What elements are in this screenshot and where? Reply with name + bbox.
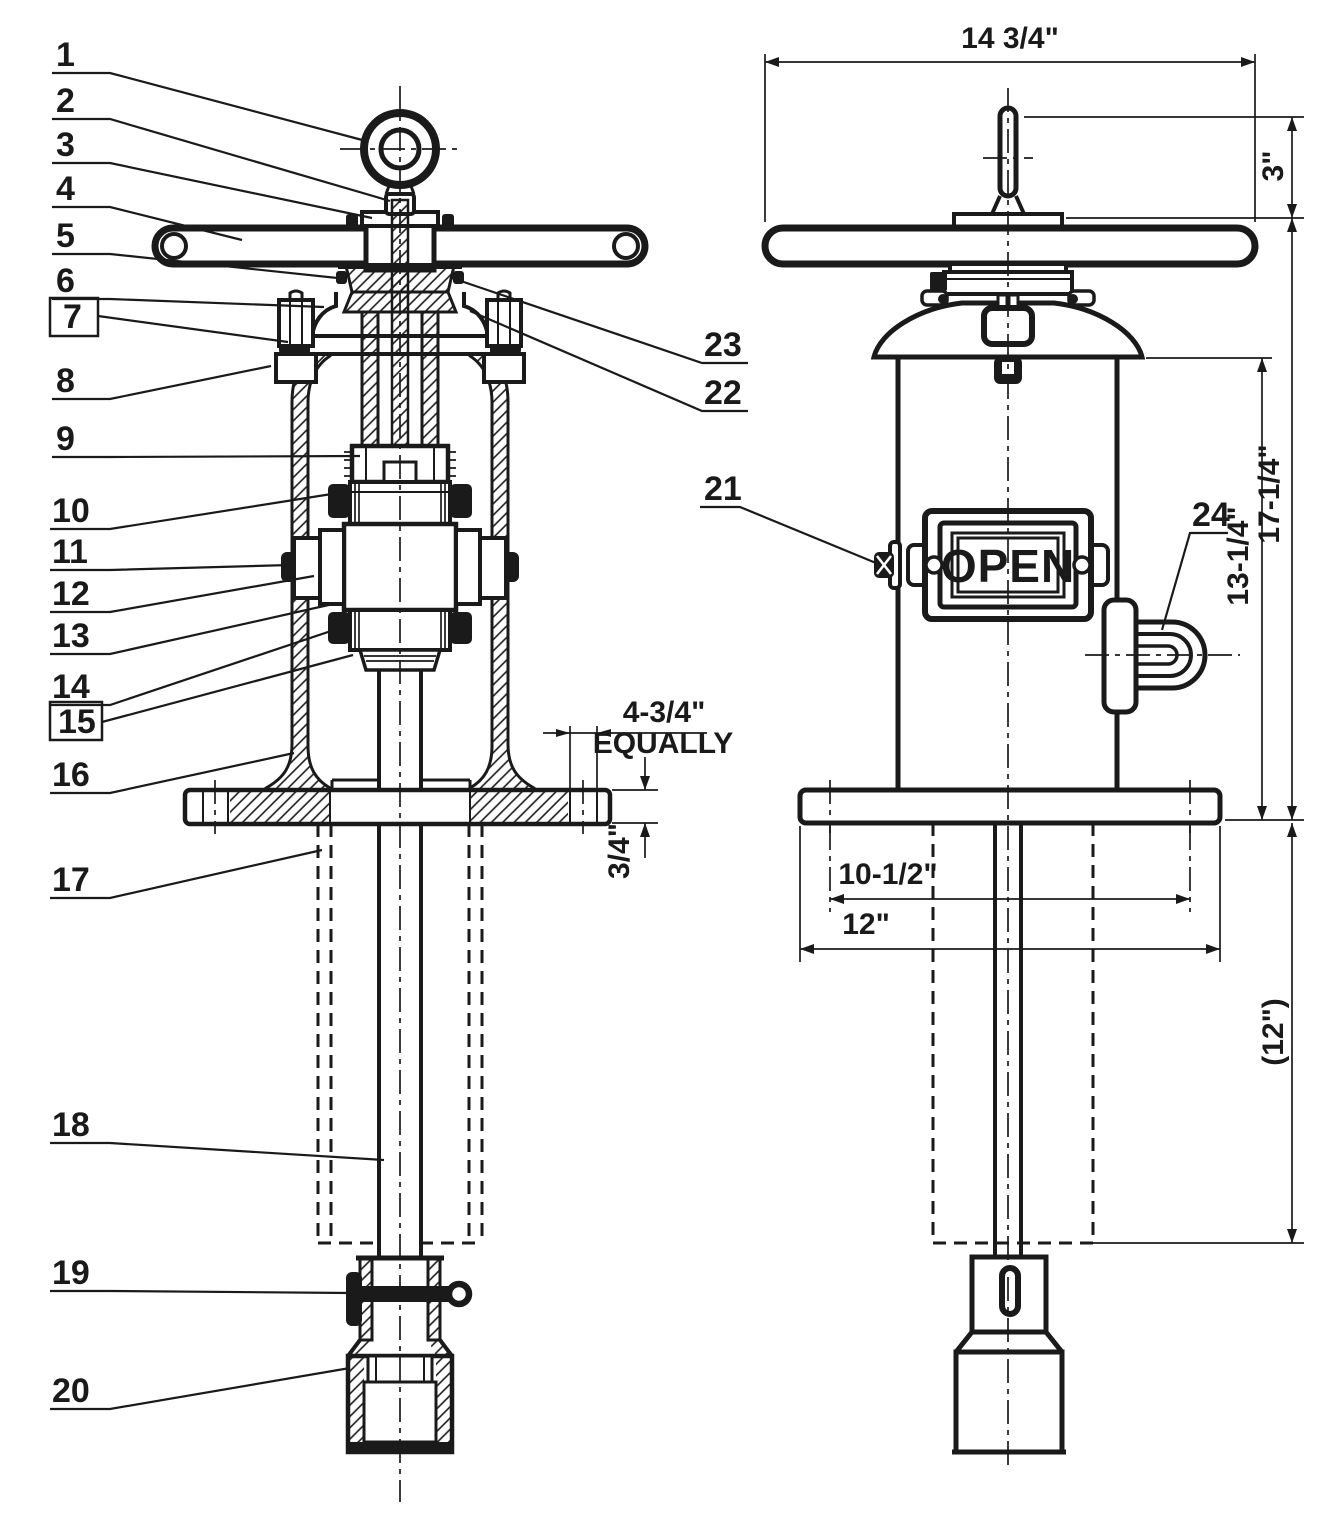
- callout-12: 12: [50, 574, 315, 614]
- dim-overall-height: 17-1/4": [1225, 218, 1304, 821]
- dim-text-bolt-spacing: 4-3/4": [623, 696, 706, 729]
- callout-18: 18: [50, 1106, 385, 1162]
- bonnet-bolt-right: [482, 289, 526, 384]
- dim-bolt-spacing: 4-3/4" EQUALLY: [543, 696, 733, 788]
- svg-text:19: 19: [52, 1254, 90, 1292]
- svg-text:1: 1: [56, 36, 75, 74]
- padlock-wing: [1085, 597, 1240, 715]
- base-flange: [797, 780, 1223, 833]
- svg-text:10: 10: [52, 492, 90, 530]
- svg-text:15: 15: [58, 703, 96, 741]
- callout-21: 21: [700, 470, 877, 565]
- callout-16: 16: [50, 751, 295, 795]
- dim-text-burial-depth: (12"): [1257, 998, 1290, 1066]
- svg-text:3: 3: [56, 126, 75, 164]
- indicator-plate: OPEN: [906, 508, 1110, 622]
- callout-4: 4: [52, 170, 243, 242]
- stem-coupling-section: [345, 1255, 473, 1455]
- callout-11: 11: [50, 533, 291, 572]
- dim-text-handwheel-width: 14 3/4": [961, 22, 1059, 55]
- svg-text:8: 8: [56, 362, 75, 400]
- dim-text-flange-thickness: 3/4": [603, 823, 636, 879]
- svg-text:16: 16: [52, 756, 90, 794]
- svg-text:11: 11: [52, 533, 88, 571]
- callout-23: 23: [451, 276, 748, 365]
- front-sectional-view: [151, 86, 649, 1502]
- svg-text:14: 14: [52, 668, 90, 706]
- svg-text:21: 21: [704, 470, 742, 508]
- svg-text:17: 17: [52, 861, 90, 899]
- svg-text:13: 13: [52, 617, 90, 655]
- callout-19: 19: [50, 1254, 351, 1295]
- svg-text:18: 18: [52, 1106, 90, 1144]
- svg-text:23: 23: [704, 326, 742, 364]
- svg-text:5: 5: [56, 217, 75, 255]
- callouts: 1 2 3 4 5 6 7 8 9 10 11 12 13 14 15 16 1…: [48, 36, 1230, 1411]
- buried-stem: [931, 823, 1095, 1257]
- svg-text:20: 20: [52, 1372, 90, 1410]
- callout-14: 14: [50, 627, 338, 707]
- callout-15: 15: [48, 653, 354, 742]
- dim-text-flange-od: 12": [842, 908, 890, 941]
- bonnet-neck-wall: [360, 310, 380, 450]
- callout-13: 13: [50, 602, 334, 656]
- callout-2: 2: [52, 82, 391, 203]
- handwheel: [761, 224, 1259, 268]
- callout-22: 22: [469, 309, 748, 413]
- dim-handwheel-width: 14 3/4": [764, 22, 1256, 222]
- callout-20: 20: [50, 1366, 351, 1411]
- callout-1: 1: [52, 36, 367, 143]
- dim-body-height: 13-1/4": [1146, 357, 1272, 820]
- dimensions: 14 3/4" 3" 17-1/4" 13-1/4" (12"): [543, 22, 1304, 1244]
- svg-text:7: 7: [63, 298, 82, 336]
- callout-10: 10: [50, 491, 339, 531]
- dim-text-stem-height: 3": [1257, 151, 1290, 182]
- bonnet-neck-wall: [420, 310, 440, 450]
- dim-text-bolt-circle: 10-1/2": [838, 858, 937, 891]
- svg-text:12: 12: [52, 575, 90, 613]
- dim-stem-height: 3": [1024, 116, 1304, 219]
- svg-text:2: 2: [56, 82, 75, 120]
- dim-text-bolt-spacing-note: EQUALLY: [593, 727, 734, 760]
- callout-7: 7: [48, 296, 289, 344]
- svg-text:4: 4: [56, 170, 75, 208]
- svg-text:24: 24: [1192, 496, 1230, 534]
- dim-text-overall-height: 17-1/4": [1253, 444, 1286, 543]
- svg-text:22: 22: [704, 374, 742, 412]
- bonnet-dome: [870, 293, 1146, 384]
- callout-3: 3: [52, 126, 373, 220]
- dim-burial-depth: (12"): [1093, 823, 1304, 1244]
- side-elevation-view: OPEN: [761, 88, 1259, 1468]
- callout-8: 8: [52, 362, 272, 401]
- dim-text-body-height: 13-1/4": [1222, 506, 1255, 605]
- dim-bolt-circle: 10-1/2": [829, 826, 1191, 912]
- callout-24: 24: [1160, 496, 1230, 631]
- callout-9: 9: [52, 420, 361, 459]
- dim-flange-od: 12": [799, 826, 1221, 962]
- stem-coupling-exterior: [952, 1254, 1066, 1455]
- indicator-screw: [874, 540, 902, 590]
- svg-text:9: 9: [56, 420, 75, 458]
- deck-flange-section: [182, 778, 613, 834]
- bonnet-bolt-left: [274, 289, 318, 384]
- pipe-sleeve-hidden: [316, 824, 484, 1245]
- dim-flange-thickness: 3/4": [603, 757, 658, 879]
- callout-17: 17: [50, 848, 323, 900]
- svg-text:6: 6: [56, 262, 75, 300]
- callout-5: 5: [52, 217, 348, 281]
